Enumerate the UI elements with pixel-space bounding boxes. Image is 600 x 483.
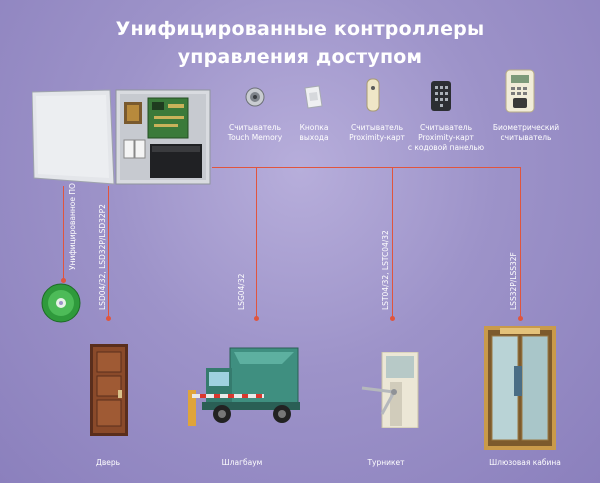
dot-barrier bbox=[254, 316, 259, 321]
caption-turnstile: Турникет bbox=[367, 458, 405, 467]
link-software bbox=[63, 186, 64, 280]
link-turnstile bbox=[392, 167, 393, 318]
proximity-reader-icon bbox=[365, 78, 381, 112]
dot-software bbox=[61, 278, 66, 283]
touch-memory-reader-icon bbox=[244, 86, 266, 108]
title-line-2: управления доступом bbox=[177, 46, 423, 68]
bus-line bbox=[212, 167, 520, 168]
link-cabin bbox=[520, 167, 521, 318]
turnstile-image bbox=[360, 351, 420, 429]
dot-door bbox=[106, 316, 111, 321]
label-software: Унифицированное ПО bbox=[68, 183, 77, 270]
label-cabin-controller: LSS32P/LSS32F bbox=[509, 252, 518, 310]
caption-door: Дверь bbox=[95, 458, 121, 467]
label-door-controller: LSD04/32, LSD32P/LSD32P2 bbox=[98, 204, 107, 310]
exit-button-icon bbox=[302, 84, 324, 110]
controller-cabinet bbox=[31, 88, 212, 186]
title-line-1: Унифицированные контроллеры bbox=[115, 18, 485, 40]
barrier-truck-image bbox=[182, 342, 310, 430]
link-door bbox=[108, 186, 109, 318]
keypad-reader-icon bbox=[430, 80, 452, 112]
door-image bbox=[90, 344, 128, 436]
biometric-reader-icon bbox=[502, 68, 538, 114]
label-turnstile-controller: LST04/32, LSTC04/32 bbox=[381, 230, 390, 310]
label-barrier-controller: LSG04/32 bbox=[237, 273, 246, 310]
cabin-image bbox=[480, 326, 560, 452]
dot-cabin bbox=[518, 316, 523, 321]
caption-barrier: Шлагбаум bbox=[221, 458, 263, 467]
dot-turnstile bbox=[390, 316, 395, 321]
software-disc-icon bbox=[40, 282, 82, 324]
link-barrier bbox=[256, 167, 257, 318]
caption-cabin: Шлюзовая кабина bbox=[489, 458, 561, 467]
